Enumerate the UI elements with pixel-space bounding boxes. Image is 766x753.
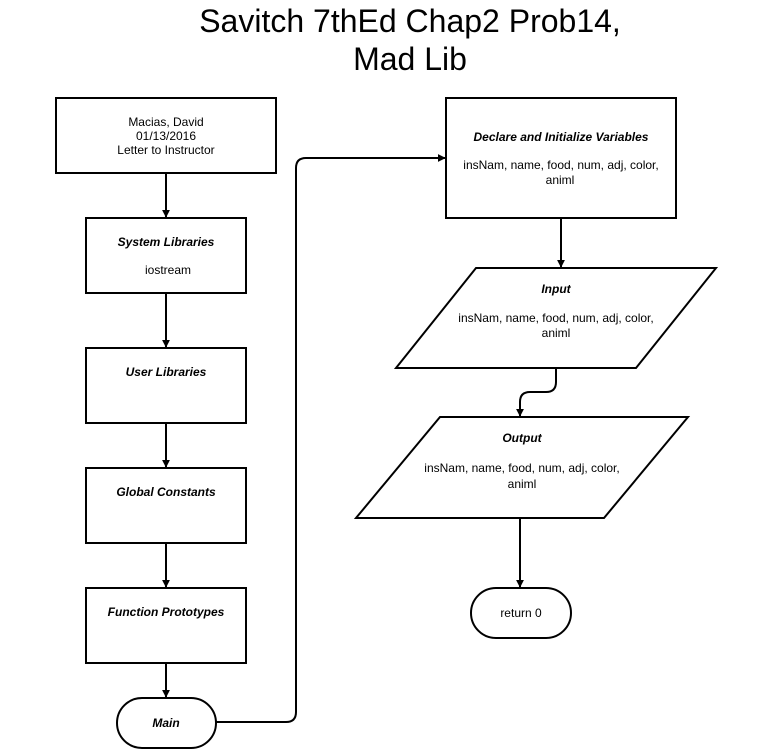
- arrow-input-to-output: [516, 368, 557, 417]
- declare-body-line-1: insNam, name, food, num, adj, color,: [463, 158, 658, 172]
- input-heading: Input: [541, 282, 571, 296]
- input-body-line-2: animl: [542, 326, 571, 340]
- output-body-line-1: insNam, name, food, num, adj, color,: [424, 461, 619, 475]
- output-parallelogram: Output insNam, name, food, num, adj, col…: [353, 416, 691, 519]
- header-box: Macias, David 01/13/2016 Letter to Instr…: [55, 97, 277, 174]
- return-terminal: return 0: [470, 587, 572, 639]
- system-libraries-heading: System Libraries: [118, 235, 215, 249]
- global-constants-box: Global Constants: [85, 467, 247, 544]
- diagram-title-line-2: Mad Lib: [353, 41, 467, 77]
- declare-variables-box: Declare and Initialize Variables insNam,…: [445, 97, 677, 219]
- arrow-main-to-declare: [216, 154, 446, 723]
- function-prototypes-box: Function Prototypes: [85, 587, 247, 664]
- system-libraries-box: System Libraries iostream: [85, 217, 247, 294]
- global-constants-heading: Global Constants: [116, 485, 216, 499]
- header-date: 01/13/2016: [136, 129, 196, 143]
- output-heading: Output: [502, 431, 542, 445]
- return-label: return 0: [500, 606, 542, 620]
- output-body-line-2: animl: [508, 477, 537, 491]
- input-parallelogram: Input insNam, name, food, num, adj, colo…: [393, 267, 719, 369]
- function-prototypes-heading: Function Prototypes: [108, 605, 225, 619]
- user-libraries-box: User Libraries: [85, 347, 247, 424]
- input-body-line-1: insNam, name, food, num, adj, color,: [458, 311, 653, 325]
- declare-heading: Declare and Initialize Variables: [474, 130, 649, 144]
- main-terminal: Main: [116, 697, 217, 749]
- header-author: Macias, David: [128, 115, 203, 129]
- system-libraries-body: iostream: [145, 263, 191, 277]
- main-label: Main: [152, 716, 179, 730]
- diagram-title-line-1: Savitch 7thEd Chap2 Prob14,: [199, 3, 621, 39]
- declare-body-line-2: animl: [546, 173, 575, 187]
- header-subtitle: Letter to Instructor: [117, 143, 214, 157]
- user-libraries-heading: User Libraries: [126, 365, 207, 379]
